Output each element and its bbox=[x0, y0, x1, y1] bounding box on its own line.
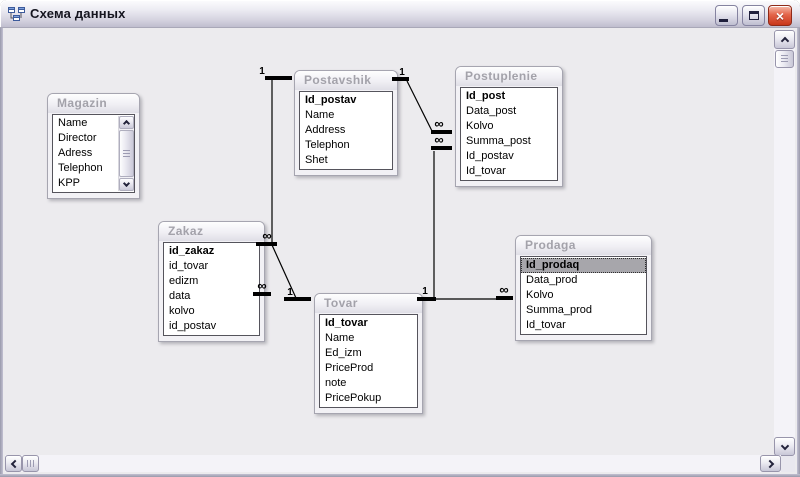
field-tovar-priceprod[interactable]: PriceProd bbox=[325, 362, 374, 374]
table-title-prodaga[interactable]: Prodaga bbox=[516, 236, 651, 255]
field-postuplenie-summa_post[interactable]: Summa_post bbox=[466, 135, 531, 147]
table-title-zakaz[interactable]: Zakaz bbox=[159, 222, 264, 241]
field-magazin-name[interactable]: Name bbox=[58, 117, 88, 129]
horizontal-scrollbar[interactable] bbox=[5, 455, 781, 472]
window-title: Схема данных bbox=[30, 6, 126, 21]
field-tovar-ed_izm[interactable]: Ed_izm bbox=[325, 347, 362, 359]
thumb-grip-icon bbox=[781, 55, 788, 63]
table-scroll-thumb[interactable] bbox=[119, 130, 134, 177]
field-postuplenie-kolvo[interactable]: Kolvo bbox=[466, 120, 494, 132]
chevron-down-icon bbox=[122, 179, 131, 188]
field-postavshik-id_postav[interactable]: Id_postav bbox=[305, 94, 357, 106]
close-button[interactable]: × bbox=[768, 5, 792, 26]
field-postuplenie-id_post[interactable]: Id_post bbox=[466, 90, 506, 102]
minimize-icon bbox=[719, 18, 728, 22]
chevron-up-icon bbox=[780, 36, 789, 45]
field-prodaga-data_prod[interactable]: Data_prod bbox=[526, 274, 578, 286]
thumb-grip-icon bbox=[123, 149, 130, 158]
table-scrollbar[interactable] bbox=[118, 116, 134, 191]
scroll-left-button[interactable] bbox=[5, 455, 22, 472]
field-tovar-id_tovar[interactable]: Id_tovar bbox=[325, 317, 368, 329]
field-magazin-telephon[interactable]: Telephon bbox=[58, 162, 103, 174]
field-prodaga-id_prodaq[interactable]: Id_prodaq bbox=[521, 258, 646, 273]
table-title-postuplenie[interactable]: Postuplenie bbox=[456, 67, 562, 86]
field-postavshik-address[interactable]: Address bbox=[305, 124, 346, 136]
scroll-up-button[interactable] bbox=[774, 30, 795, 49]
field-magazin-adress[interactable]: Adress bbox=[58, 147, 93, 159]
window-border-left bbox=[0, 28, 3, 477]
field-magazin-director[interactable]: Director bbox=[58, 132, 97, 144]
chevron-up-icon bbox=[122, 119, 131, 128]
vertical-scrollbar[interactable] bbox=[774, 30, 795, 456]
field-magazin-kpp[interactable]: KPP bbox=[58, 177, 81, 189]
field-postuplenie-id_tovar[interactable]: Id_tovar bbox=[466, 165, 506, 177]
vertical-scroll-thumb[interactable] bbox=[775, 50, 794, 68]
field-prodaga-id_tovar[interactable]: Id_tovar bbox=[526, 319, 566, 331]
maximize-icon bbox=[748, 11, 759, 20]
field-zakaz-kolvo[interactable]: kolvo bbox=[169, 305, 195, 317]
table-title-postavshik[interactable]: Postavshik bbox=[295, 71, 397, 90]
field-tovar-name[interactable]: Name bbox=[325, 332, 355, 344]
maximize-button[interactable] bbox=[742, 5, 765, 26]
table-scroll-down-button[interactable] bbox=[119, 178, 134, 191]
field-prodaga-kolvo[interactable]: Kolvo bbox=[526, 289, 554, 301]
field-postuplenie-data_post[interactable]: Data_post bbox=[466, 105, 517, 117]
table-scroll-up-button[interactable] bbox=[119, 116, 134, 129]
field-zakaz-id_zakaz[interactable]: id_zakaz bbox=[169, 245, 215, 257]
scroll-down-button[interactable] bbox=[774, 437, 795, 456]
window-titlebar[interactable]: Схема данных × bbox=[0, 0, 800, 28]
window-border-right bbox=[797, 28, 800, 477]
field-zakaz-id_tovar[interactable]: id_tovar bbox=[169, 260, 209, 272]
field-zakaz-id_postav[interactable]: id_postav bbox=[169, 320, 217, 332]
relationships-icon bbox=[8, 6, 25, 22]
minimize-button[interactable] bbox=[715, 5, 738, 26]
field-prodaga-summa_prod[interactable]: Summa_prod bbox=[526, 304, 593, 316]
field-postuplenie-id_postav[interactable]: Id_postav bbox=[466, 150, 514, 162]
close-icon: × bbox=[775, 7, 785, 24]
field-postavshik-shet[interactable]: Shet bbox=[305, 154, 328, 166]
table-title-magazin[interactable]: Magazin bbox=[48, 94, 139, 113]
chevron-right-icon bbox=[765, 459, 774, 468]
field-zakaz-data[interactable]: data bbox=[169, 290, 191, 302]
scroll-right-button[interactable] bbox=[760, 455, 781, 472]
field-postavshik-telephon[interactable]: Telephon bbox=[305, 139, 350, 151]
field-tovar-note[interactable]: note bbox=[325, 377, 347, 389]
chevron-down-icon bbox=[780, 441, 789, 450]
table-title-tovar[interactable]: Tovar bbox=[315, 294, 422, 313]
field-tovar-pricepokup[interactable]: PricePokup bbox=[325, 392, 382, 404]
horizontal-scroll-thumb[interactable] bbox=[22, 455, 39, 472]
field-postavshik-name[interactable]: Name bbox=[305, 109, 335, 121]
thumb-grip-icon bbox=[26, 460, 35, 467]
field-zakaz-edizm[interactable]: edizm bbox=[169, 275, 199, 287]
chevron-left-icon bbox=[10, 459, 19, 468]
window-border-bottom bbox=[0, 474, 800, 477]
